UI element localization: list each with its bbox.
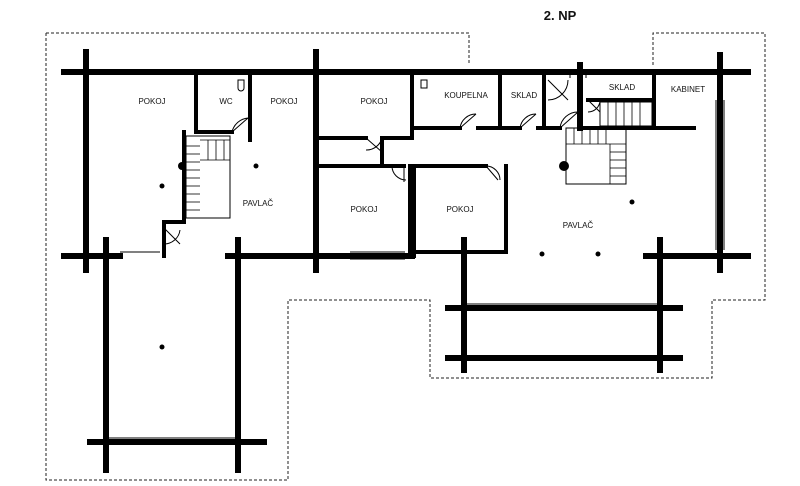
room-label-pokoj: POKOJ [138, 97, 165, 106]
railings [106, 100, 725, 439]
room-label-pokoj: POKOJ [270, 97, 297, 106]
room-label-kabinet: KABINET [671, 85, 705, 94]
interior-walls [162, 70, 696, 258]
room-label-sklad: SKLAD [609, 83, 635, 92]
floor-title: 2. NP [544, 8, 577, 23]
room-label-sklad: SKLAD [511, 91, 537, 100]
room-label-pokoj: POKOJ [350, 205, 377, 214]
room-label-koupelna: KOUPELNA [444, 91, 488, 100]
stair-right [565, 127, 627, 185]
columns [137, 133, 723, 445]
room-label-pavlac: PAVLAČ [243, 199, 274, 208]
stair-sklad [599, 101, 653, 127]
room-label-pokoj: POKOJ [360, 97, 387, 106]
room-label-wc: WC [219, 97, 233, 106]
stair-left [185, 135, 231, 219]
doors [163, 70, 601, 245]
room-label-pavlac: PAVLAČ [563, 221, 594, 230]
fixtures [237, 79, 428, 92]
roof-outline [45, 32, 766, 481]
outer-walls [61, 49, 751, 473]
room-label-pokoj: POKOJ [446, 205, 473, 214]
